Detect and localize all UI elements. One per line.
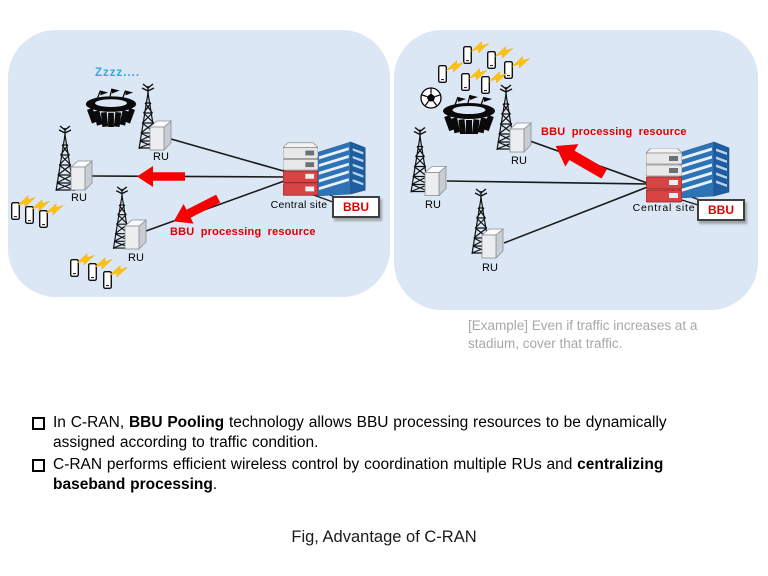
mobile-phone-icon bbox=[88, 263, 97, 281]
red-block-arrow-icon bbox=[168, 188, 224, 232]
ru-unit-box-icon bbox=[124, 219, 147, 250]
mobile-phone-icon bbox=[103, 271, 112, 289]
red-block-arrow-icon bbox=[549, 134, 611, 186]
bullet-list: In C-RAN, BBU Pooling technology allows … bbox=[32, 413, 746, 497]
fronthaul-link-line bbox=[170, 138, 288, 173]
ru-unit-box-icon bbox=[481, 228, 504, 259]
ru-unit-box-icon bbox=[70, 160, 93, 191]
ru-label: RU bbox=[71, 192, 87, 204]
mobile-phone-icon bbox=[487, 51, 496, 69]
traffic-bolt-icon bbox=[31, 199, 50, 211]
traffic-bolt-icon bbox=[494, 46, 514, 58]
example-note: [Example] Even if traffic increases at a… bbox=[468, 317, 718, 352]
fronthaul-link-line bbox=[503, 185, 651, 244]
example-note-line: [Example] Even if traffic increases at a bbox=[468, 318, 698, 333]
bbu-callout-box: BBU bbox=[332, 196, 380, 218]
stadium-icon bbox=[442, 94, 496, 134]
fronthaul-link-line bbox=[446, 180, 651, 185]
bbu-server-stack-icon bbox=[283, 142, 318, 196]
ru-unit-box-icon bbox=[424, 166, 447, 196]
ru-label: RU bbox=[153, 151, 169, 163]
stadium-sleep-text: Zzzz.... bbox=[95, 67, 141, 79]
red-block-arrow-icon bbox=[137, 166, 185, 187]
square-bullet-icon bbox=[32, 459, 45, 472]
example-note-line: stadium, cover that traffic. bbox=[468, 335, 623, 351]
stadium-icon bbox=[85, 87, 137, 127]
office-building-icon bbox=[317, 141, 366, 197]
soccer-ball-icon bbox=[420, 87, 442, 109]
traffic-bolt-icon bbox=[511, 56, 531, 68]
mobile-phone-icon bbox=[438, 65, 447, 83]
traffic-bolt-icon bbox=[94, 257, 113, 269]
ru-unit-box-icon bbox=[509, 122, 532, 153]
ru-label: RU bbox=[128, 252, 144, 264]
central-site-label: Central site bbox=[270, 199, 328, 211]
fronthaul-link-line bbox=[91, 175, 288, 178]
bullet-item: In C-RAN, BBU Pooling technology allows … bbox=[32, 413, 746, 453]
office-building-icon bbox=[679, 141, 730, 198]
mobile-phone-icon bbox=[70, 259, 79, 277]
bbu-callout-box: BBU bbox=[697, 199, 745, 221]
traffic-bolt-icon bbox=[470, 41, 490, 53]
mobile-phone-icon bbox=[481, 76, 490, 94]
traffic-bolt-icon bbox=[45, 203, 64, 215]
bbu-server-stack-icon bbox=[646, 148, 682, 203]
mobile-phone-icon bbox=[463, 46, 472, 64]
bullet-text: C-RAN performs efficient wireless contro… bbox=[53, 456, 664, 493]
traffic-bolt-icon bbox=[109, 265, 128, 277]
ru-label: RU bbox=[511, 155, 527, 167]
bbu-resource-caption: BBU processing resource bbox=[541, 126, 687, 138]
right-panel-diagram bbox=[410, 41, 730, 259]
traffic-bolt-icon bbox=[17, 195, 36, 207]
left-panel-diagram bbox=[11, 83, 366, 289]
bullet-item: C-RAN performs efficient wireless contro… bbox=[32, 455, 746, 495]
ru-label: RU bbox=[425, 199, 441, 211]
ru-unit-box-icon bbox=[149, 120, 172, 151]
figure-caption: Fig, Advantage of C-RAN bbox=[291, 528, 477, 546]
traffic-bolt-icon bbox=[445, 60, 465, 72]
central-site-label: Central site bbox=[632, 202, 696, 214]
ru-label: RU bbox=[482, 262, 498, 274]
bbu-resource-caption: BBU processing resource bbox=[170, 226, 316, 238]
mobile-phone-icon bbox=[461, 73, 470, 91]
square-bullet-icon bbox=[32, 417, 45, 430]
fronthaul-link-line bbox=[145, 179, 288, 232]
mobile-phone-icon bbox=[504, 61, 513, 79]
bullet-text: In C-RAN, BBU Pooling technology allows … bbox=[53, 414, 667, 451]
